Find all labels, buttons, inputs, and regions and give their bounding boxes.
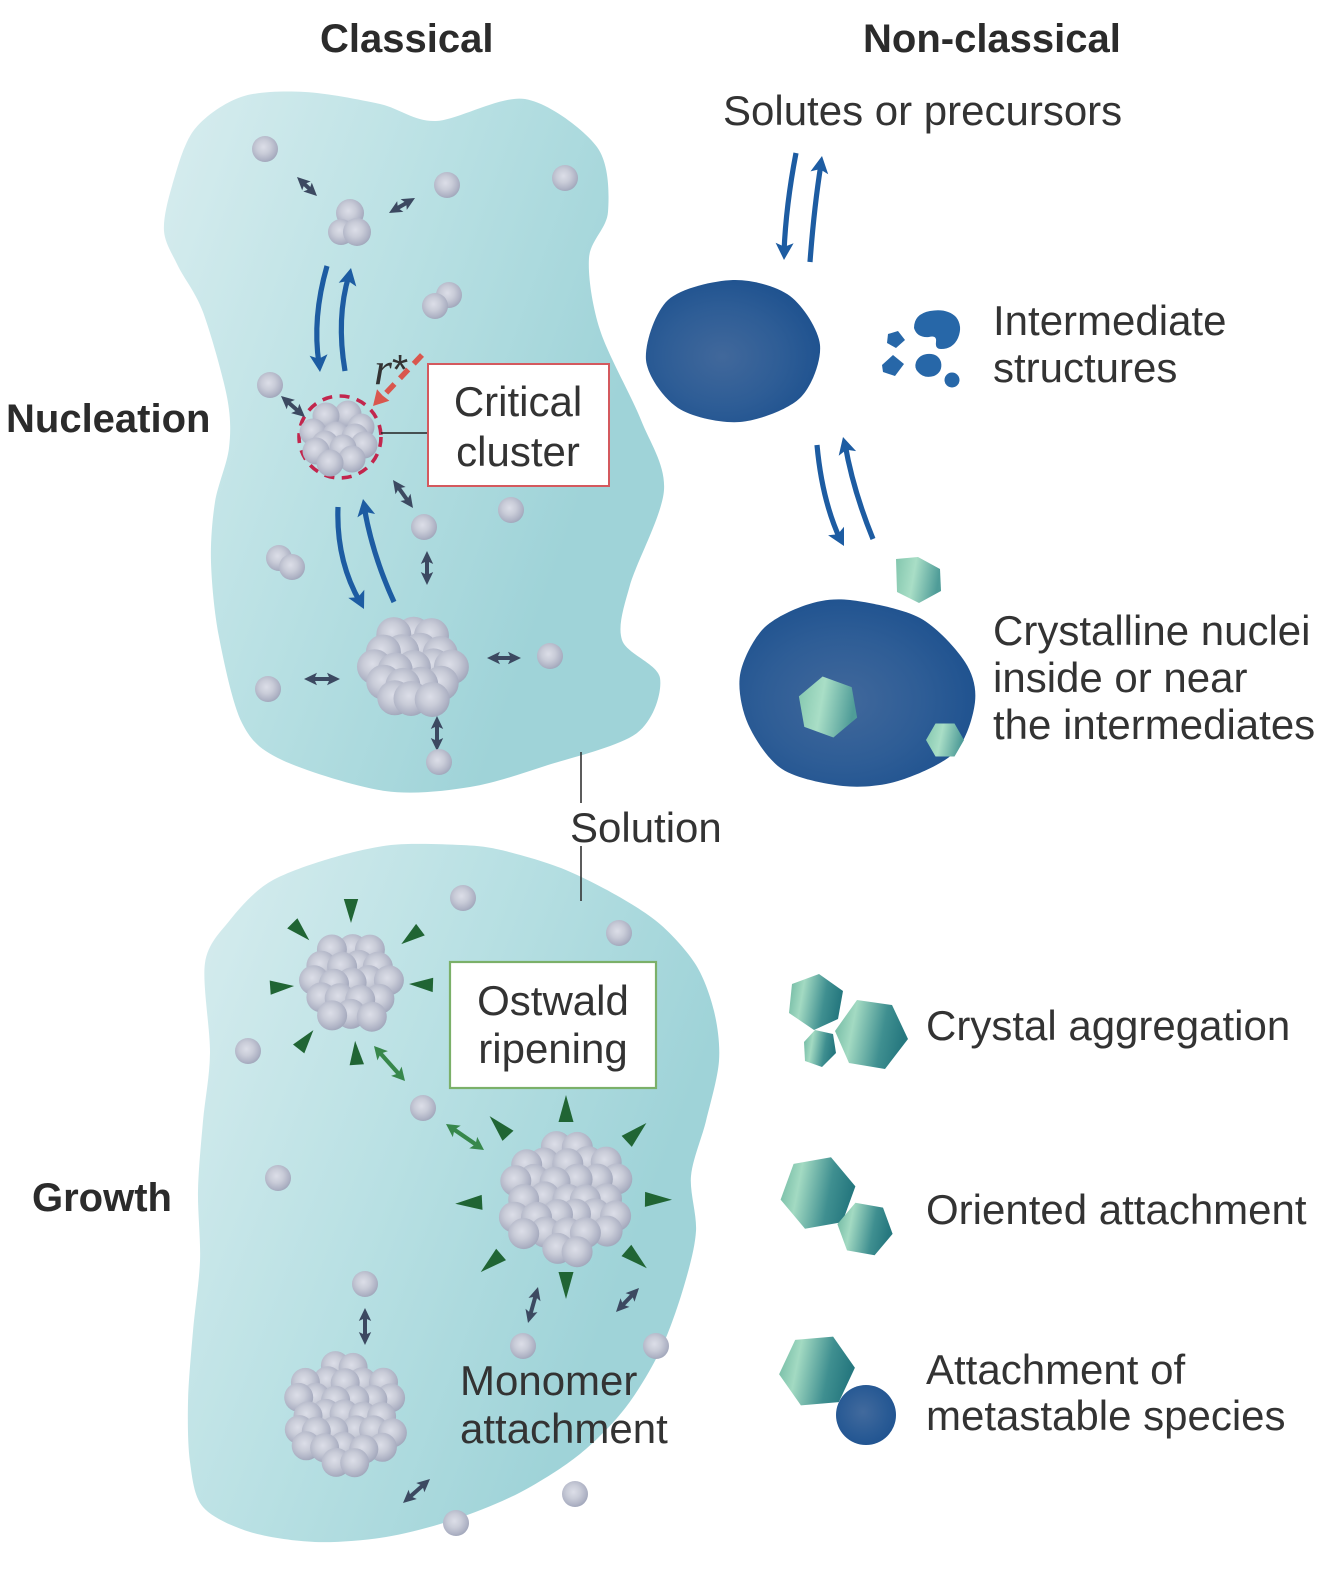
svg-text:r*: r* (374, 343, 408, 394)
svg-text:attachment: attachment (460, 1405, 668, 1452)
svg-text:Critical: Critical (454, 378, 582, 425)
svg-text:Classical: Classical (320, 17, 493, 61)
svg-text:Growth: Growth (32, 1176, 172, 1220)
svg-text:Monomer: Monomer (460, 1357, 637, 1404)
svg-text:the intermediates: the intermediates (993, 701, 1315, 748)
svg-text:metastable species: metastable species (926, 1392, 1286, 1439)
svg-text:Crystalline nuclei: Crystalline nuclei (993, 607, 1310, 654)
svg-text:Crystal aggregation: Crystal aggregation (926, 1002, 1290, 1049)
svg-text:Solutes or precursors: Solutes or precursors (723, 87, 1122, 134)
svg-text:Attachment of: Attachment of (926, 1346, 1185, 1393)
svg-text:inside or near: inside or near (993, 654, 1247, 701)
svg-text:Intermediate: Intermediate (993, 297, 1226, 344)
svg-text:Solution: Solution (570, 804, 722, 851)
svg-text:Nucleation: Nucleation (6, 397, 210, 441)
svg-text:structures: structures (993, 344, 1177, 391)
svg-text:Oriented attachment: Oriented attachment (926, 1186, 1307, 1233)
svg-text:cluster: cluster (456, 428, 580, 475)
svg-text:Non-classical: Non-classical (863, 17, 1121, 61)
svg-text:ripening: ripening (478, 1025, 627, 1072)
svg-text:Ostwald: Ostwald (477, 977, 629, 1024)
